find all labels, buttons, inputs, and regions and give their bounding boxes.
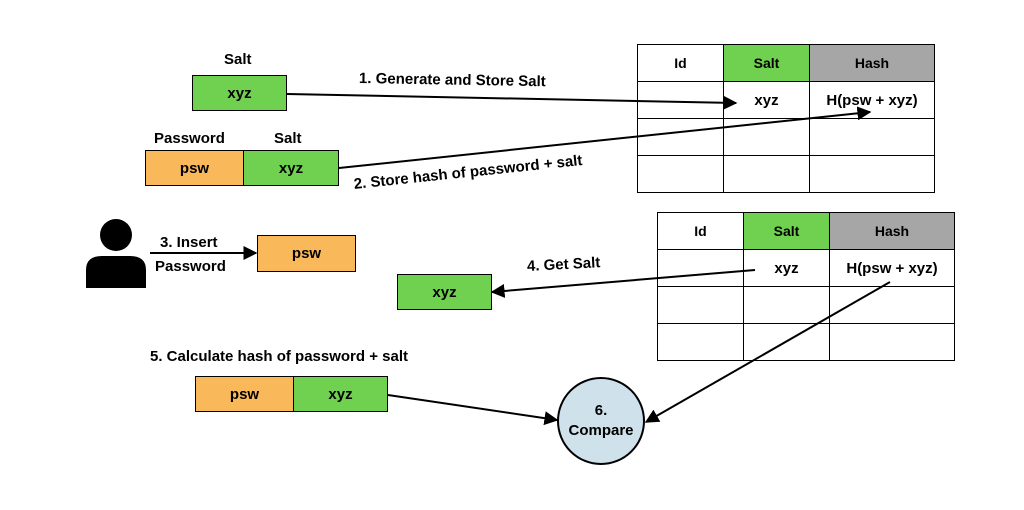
table-row xyxy=(637,118,935,156)
table-cell-id xyxy=(657,286,744,324)
table-header-id: Id xyxy=(657,212,744,250)
table-cell-id xyxy=(657,249,744,287)
table-cell-salt xyxy=(743,323,830,361)
table-cell-salt: xyz xyxy=(723,81,810,119)
salt-header-label: Salt xyxy=(224,51,252,68)
table-cell-salt xyxy=(723,155,810,193)
database-table-lookup: Id Salt Hash xyz H(psw + xyz) xyxy=(657,212,955,361)
table-row xyxy=(637,155,935,193)
step-2-label: 2. Store hash of password + salt xyxy=(353,151,584,193)
table-cell-hash xyxy=(829,286,955,324)
table-cell-id xyxy=(657,323,744,361)
step-3-label-line2: Password xyxy=(155,258,226,275)
table-cell-hash: H(psw + xyz) xyxy=(829,249,955,287)
step-4-label: 4. Get Salt xyxy=(526,254,601,275)
table-cell-hash xyxy=(809,118,935,156)
retrieved-salt-box: xyz xyxy=(397,274,492,310)
generated-salt-box: xyz xyxy=(192,75,287,111)
inserted-password-box: psw xyxy=(257,235,356,272)
password-header-label: Password xyxy=(154,130,225,147)
step-5-label: 5. Calculate hash of password + salt xyxy=(150,348,409,365)
calc-salt-box: xyz xyxy=(293,376,388,412)
step-1-label: 1. Generate and Store Salt xyxy=(358,70,546,91)
table-header-hash: Hash xyxy=(809,44,935,82)
table-cell-id xyxy=(637,118,724,156)
table-row xyxy=(657,323,955,361)
salt-header-label-2: Salt xyxy=(274,130,302,147)
step-6-label: Compare xyxy=(568,422,634,439)
step-3-label-line1: 3. Insert xyxy=(160,234,218,251)
table-cell-id xyxy=(637,81,724,119)
table-row xyxy=(657,286,955,324)
table-cell-salt xyxy=(723,118,810,156)
database-table-store: Id Salt Hash xyz H(psw + xyz) xyxy=(637,44,935,193)
table-cell-id xyxy=(637,155,724,193)
table-header-id: Id xyxy=(637,44,724,82)
calc-password-box: psw xyxy=(195,376,294,412)
salt-box-2: xyz xyxy=(243,150,339,186)
user-icon xyxy=(86,219,146,288)
step-6-number: 6. xyxy=(594,402,608,419)
password-box: psw xyxy=(145,150,244,186)
table-cell-salt: xyz xyxy=(743,249,830,287)
table-row: xyz H(psw + xyz) xyxy=(657,249,955,287)
table-header-salt: Salt xyxy=(743,212,830,250)
table-cell-hash: H(psw + xyz) xyxy=(809,81,935,119)
table-header-hash: Hash xyxy=(829,212,955,250)
table-cell-hash xyxy=(829,323,955,361)
table-cell-salt xyxy=(743,286,830,324)
arrow-calc-to-compare xyxy=(387,394,559,426)
compare-node: 6. Compare xyxy=(557,377,645,465)
table-row: xyz H(psw + xyz) xyxy=(637,81,935,119)
table-header-salt: Salt xyxy=(723,44,810,82)
table-cell-hash xyxy=(809,155,935,193)
